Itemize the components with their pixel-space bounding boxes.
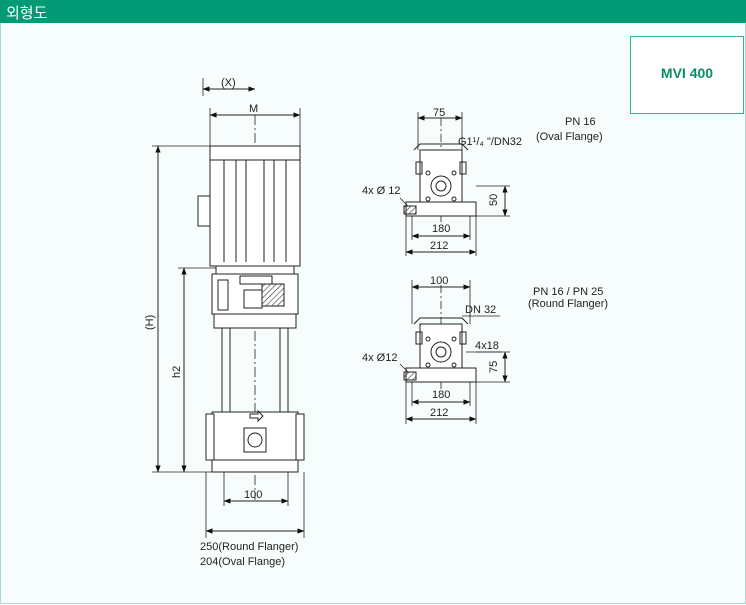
pump-body xyxy=(205,328,305,473)
model-label: MVI 400 xyxy=(660,65,714,81)
page-title: 외형도 xyxy=(6,4,48,22)
coupling-housing xyxy=(211,273,299,329)
oval-dim-top: 75 xyxy=(433,107,445,119)
dim-h-label: (H) xyxy=(144,315,156,330)
dim-x-label: (X) xyxy=(221,77,236,89)
width-note-round: 250(Round Flanger) xyxy=(200,541,298,553)
round-dim-inner: 180 xyxy=(432,389,450,401)
front-view xyxy=(152,78,305,538)
diagram-frame xyxy=(0,23,746,604)
round-spec: PN 16 / PN 25 xyxy=(533,286,603,298)
oval-dim-height: 50 xyxy=(488,194,500,206)
dim-h2-label: h2 xyxy=(171,366,183,378)
oval-dim-inner: 180 xyxy=(432,223,450,235)
round-spec-sub: (Round Flanger) xyxy=(528,298,608,310)
oval-connection: G1¹/₄ "/DN32 xyxy=(458,136,522,148)
round-flange-view xyxy=(399,280,510,424)
oval-dim-outer: 212 xyxy=(430,240,448,252)
round-connection: DN 32 xyxy=(465,304,496,316)
model-badge: MVI 400 xyxy=(630,36,744,114)
oval-spec-sub: (Oval Flange) xyxy=(536,131,603,143)
round-dim-outer: 212 xyxy=(430,407,448,419)
round-bolts: 4x18 xyxy=(475,340,499,352)
oval-flange-view xyxy=(399,112,510,256)
oval-spec: PN 16 xyxy=(565,116,596,128)
dim-m-label: M xyxy=(249,103,258,115)
oval-holes: 4x Ø 12 xyxy=(362,185,401,197)
round-dim-top: 100 xyxy=(430,275,448,287)
motor xyxy=(197,145,301,275)
round-dim-height: 75 xyxy=(488,361,500,373)
round-holes: 4x Ø12 xyxy=(362,352,397,364)
dim-base-label: 100 xyxy=(244,489,262,501)
title-bar: 외형도 xyxy=(0,0,746,23)
width-note-oval: 204(Oval Flange) xyxy=(200,556,285,568)
